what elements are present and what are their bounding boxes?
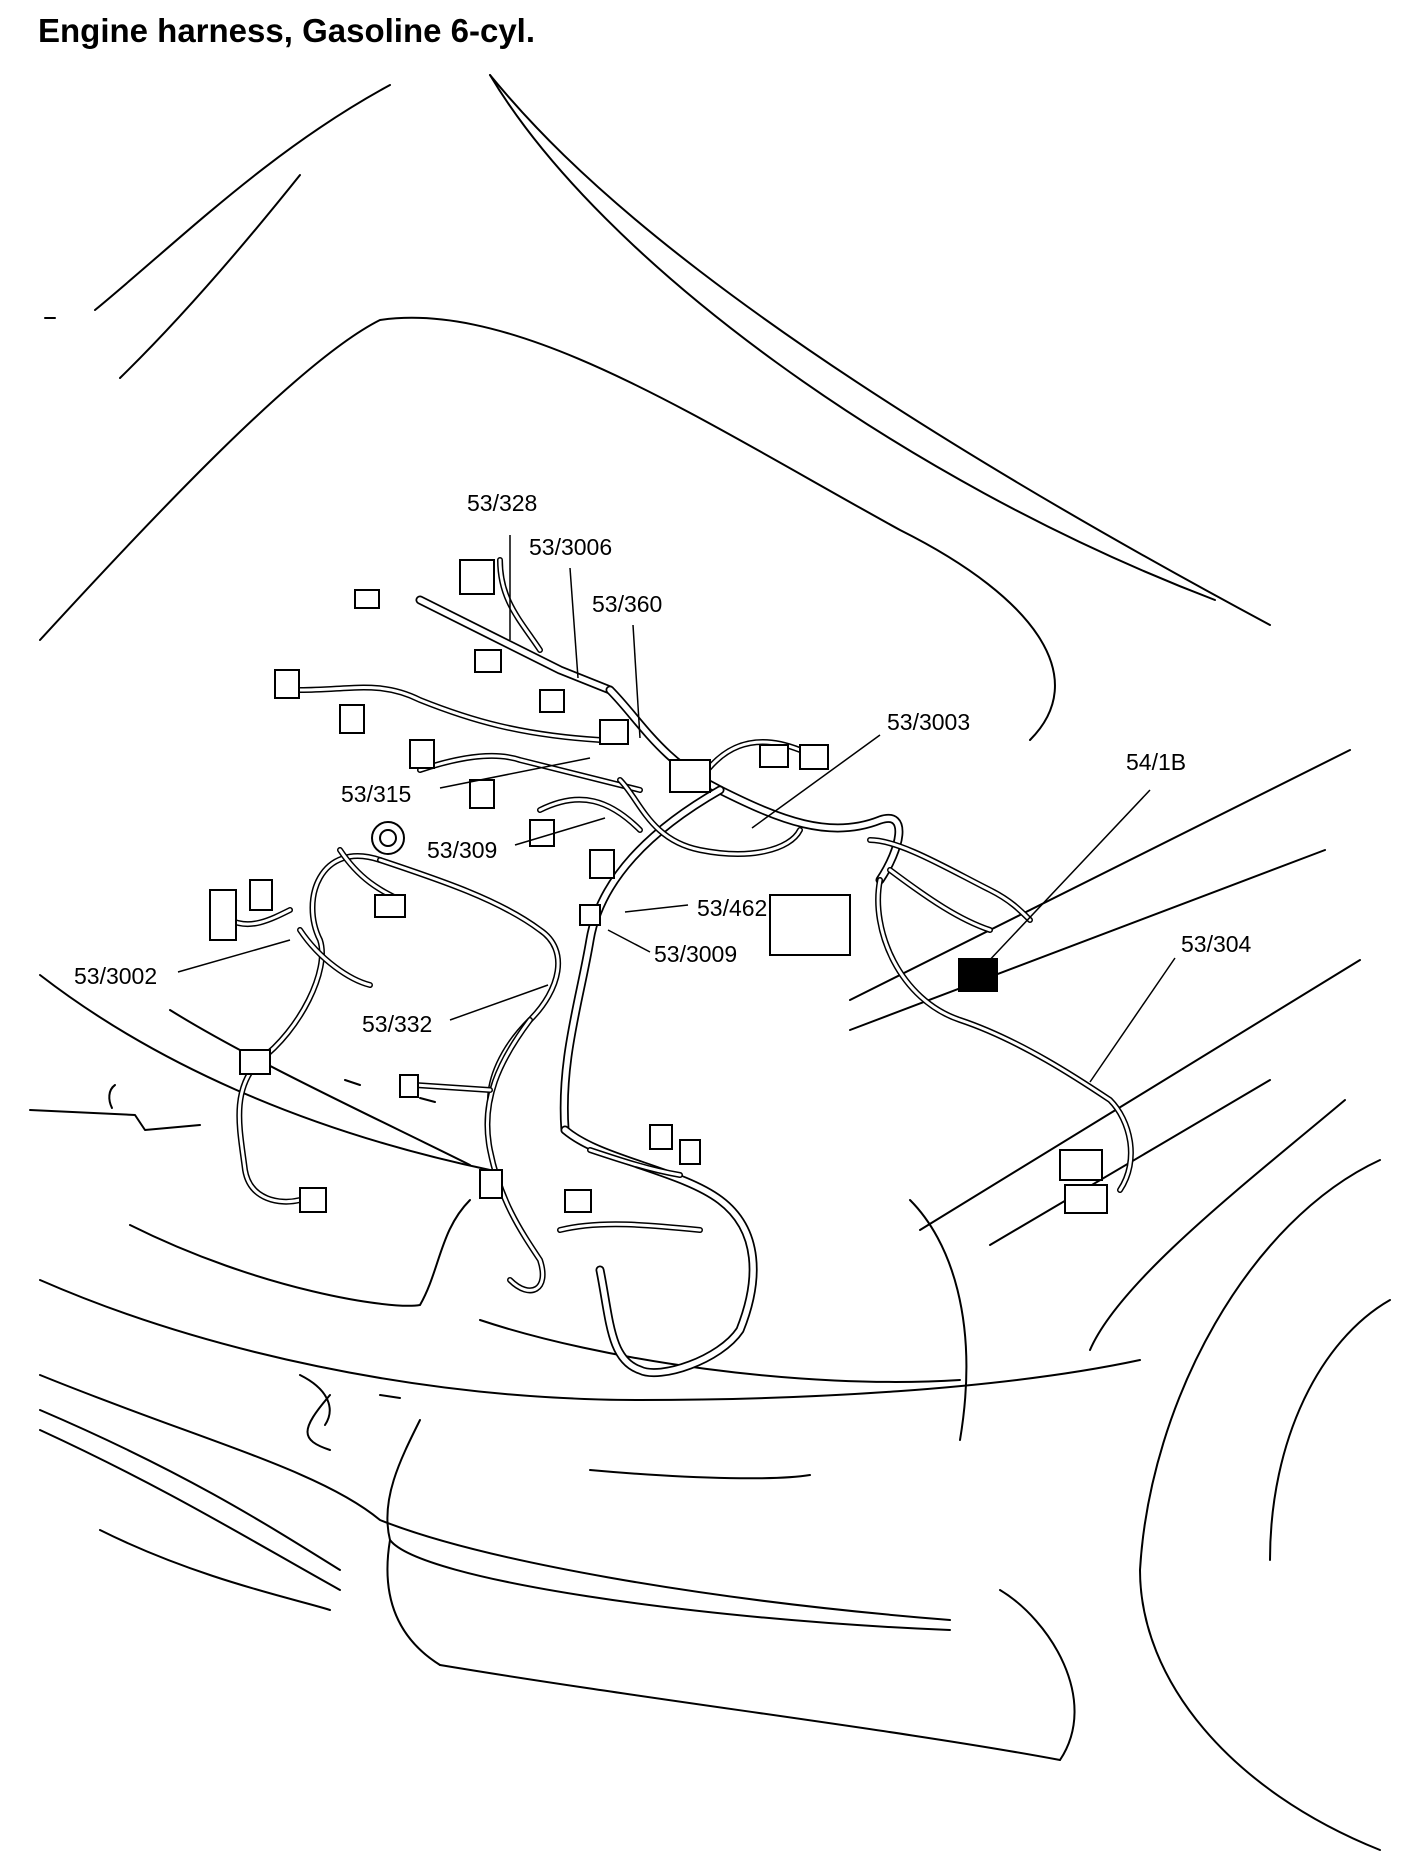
label-53-462: 53/462 [697, 895, 767, 921]
connector [399, 1074, 419, 1098]
grommet [379, 829, 397, 847]
connector [649, 1124, 673, 1150]
connector [339, 704, 365, 734]
leader-53-3003 [751, 734, 881, 829]
connector [459, 559, 495, 595]
connector [679, 1139, 701, 1165]
connector [669, 759, 711, 793]
harness-trunks [415, 595, 904, 1378]
connector [529, 819, 555, 847]
part-labels: 53/328 53/3006 53/360 53/3003 54/1B 53/3… [74, 490, 1252, 1037]
label-53-3003: 53/3003 [887, 709, 970, 735]
leader-lines [177, 535, 1176, 1083]
connector [479, 1169, 503, 1199]
label-54-1b: 54/1B [1126, 749, 1186, 775]
label-53-3009: 53/3009 [654, 941, 737, 967]
leader-53-332 [449, 984, 549, 1021]
connector [374, 894, 406, 918]
leader-53-462 [624, 904, 689, 913]
connector [1064, 1184, 1108, 1214]
connector [249, 879, 273, 911]
label-53-360: 53/360 [592, 591, 662, 617]
connector [209, 889, 237, 941]
connector [539, 689, 565, 713]
label-53-315: 53/315 [341, 781, 411, 807]
connector [799, 744, 829, 770]
connector [274, 669, 300, 699]
leader-54-1b [984, 789, 1151, 966]
connector [299, 1187, 327, 1213]
connector [599, 719, 629, 745]
connector [239, 1049, 271, 1075]
connector [589, 849, 615, 879]
label-53-332: 53/332 [362, 1011, 432, 1037]
label-53-3002: 53/3002 [74, 963, 157, 989]
leader-53-3006 [569, 567, 579, 679]
leader-53-360 [632, 624, 641, 739]
ground-point-54-1b [958, 958, 998, 992]
leader-53-3002 [177, 939, 291, 973]
connector [469, 779, 495, 809]
connector [579, 904, 601, 926]
connector [759, 744, 789, 768]
connectors [209, 559, 1108, 1214]
connector [354, 589, 380, 609]
connector [1059, 1149, 1103, 1181]
leader-53-315 [439, 757, 591, 789]
leader-53-309 [514, 817, 606, 846]
connector [564, 1189, 592, 1213]
main-connector [769, 894, 851, 956]
leader-53-3009 [607, 929, 651, 953]
label-53-3006: 53/3006 [529, 534, 612, 560]
diagram-title: Engine harness, Gasoline 6-cyl. [38, 12, 536, 49]
label-53-309: 53/309 [427, 837, 497, 863]
connector [474, 649, 502, 673]
connector [409, 739, 435, 769]
label-53-304: 53/304 [1181, 931, 1252, 957]
leader-53-304 [1089, 957, 1176, 1083]
label-53-328: 53/328 [467, 490, 537, 516]
